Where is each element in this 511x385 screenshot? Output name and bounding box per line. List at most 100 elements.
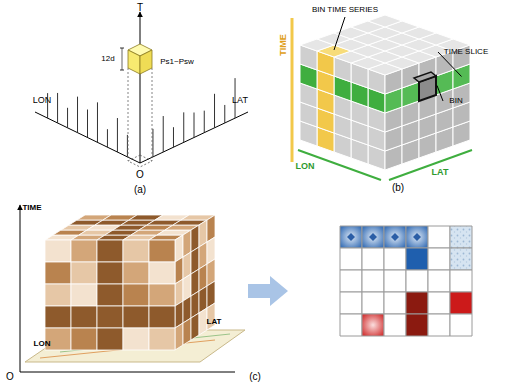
panel-b <box>292 15 472 180</box>
hotspot-cell <box>384 292 406 314</box>
panel-a <box>35 12 248 167</box>
panel-label: (a) <box>134 185 146 195</box>
hotspot-cell <box>340 292 362 314</box>
axis-label: T <box>137 3 143 13</box>
data-cube-cell <box>97 284 123 306</box>
hotspot-cell <box>362 314 384 336</box>
lat-axis <box>389 150 472 180</box>
sample-stick <box>57 93 58 123</box>
cell-mark <box>347 233 355 241</box>
hotspot-cell <box>406 314 428 336</box>
data-cube-cell <box>71 262 97 284</box>
sample-stick <box>194 113 195 138</box>
sample-stick <box>107 129 108 147</box>
ground-cell <box>128 155 152 167</box>
sample-stick <box>214 94 215 128</box>
data-cube-cell <box>45 262 71 284</box>
hotspot-cell <box>406 248 428 270</box>
hotspot-cell <box>406 292 428 314</box>
hotspot-cell <box>406 226 428 248</box>
data-cube-cell <box>175 323 183 350</box>
base-axis <box>20 372 235 373</box>
hotspot-cell <box>428 292 450 314</box>
data-cube-cell <box>45 284 71 306</box>
transform-arrow <box>248 276 288 306</box>
leader-line <box>437 86 443 102</box>
cell-mark <box>413 233 421 241</box>
hotspot-cell <box>362 292 384 314</box>
origin-label: O <box>136 170 144 180</box>
cell-mark <box>369 233 377 241</box>
data-cube-cell <box>123 240 149 262</box>
sample-stick <box>183 112 184 142</box>
axis-label: LON <box>34 340 51 348</box>
hotspot-cell <box>362 248 384 270</box>
hotspot-cell <box>362 226 384 248</box>
hotspot-cell <box>340 314 362 336</box>
space-time-cube <box>140 50 152 74</box>
bin-cell <box>368 15 402 27</box>
data-cube-cell <box>71 306 97 328</box>
hotspot-cell <box>340 270 362 292</box>
origin-label: O <box>6 372 14 382</box>
data-cube-cell <box>191 313 199 340</box>
time-axis <box>140 12 141 163</box>
axis-label: LAT <box>207 318 222 326</box>
data-cube-cell <box>123 284 149 306</box>
axis-label: LAT <box>232 96 248 105</box>
space-time-cube <box>128 50 140 74</box>
panel-label: (b) <box>392 183 404 193</box>
axis-label: TIME <box>279 34 288 56</box>
cell-mark <box>391 233 399 241</box>
lat-axis <box>140 112 248 163</box>
point-range-label: Ps1~Psw <box>160 58 194 66</box>
hotspot-cell <box>450 314 472 336</box>
leader-line <box>334 17 345 50</box>
axis-label: LON <box>33 96 52 105</box>
bin-highlight <box>414 72 436 82</box>
axis-label: LAT <box>432 168 449 177</box>
data-cube-cell <box>45 240 71 262</box>
sample-stick <box>67 108 68 128</box>
hotspot-cell <box>340 248 362 270</box>
data-cube-cell <box>97 240 123 262</box>
hotspot-cell <box>406 270 428 292</box>
callout-label: BIN <box>449 97 462 105</box>
hotspot-cell <box>428 248 450 270</box>
drop-line <box>128 68 129 161</box>
hotspot-cell <box>428 226 450 248</box>
sample-stick <box>77 97 78 133</box>
sample-stick <box>204 111 205 133</box>
data-cube-cell <box>149 240 175 262</box>
panel-label: (c) <box>249 372 261 382</box>
sample-stick <box>117 118 118 152</box>
data-cube-cell <box>199 308 207 335</box>
data-cube-cell <box>149 328 175 350</box>
data-cube-cell <box>183 318 191 345</box>
sample-stick <box>173 127 174 147</box>
sample-stick <box>163 116 164 152</box>
sample-stick <box>87 110 88 138</box>
hotspot-cell <box>450 226 472 248</box>
axis-label: LON <box>296 162 315 171</box>
hotspot-cell <box>450 248 472 270</box>
drop-line <box>152 68 153 161</box>
hotspot-cell <box>362 270 384 292</box>
data-cube-cell <box>149 284 175 306</box>
time-axis <box>20 205 21 372</box>
hotspot-cell <box>428 270 450 292</box>
data-cube-cell <box>97 306 123 328</box>
data-cube-cell <box>97 328 123 350</box>
hotspot-cell <box>428 314 450 336</box>
data-cube-cell <box>123 328 149 350</box>
data-cube-cell <box>123 262 149 284</box>
panel-c <box>20 205 472 372</box>
data-cube-cell <box>71 284 97 306</box>
hotspot-cell <box>340 226 362 248</box>
dimension-line <box>122 48 123 70</box>
callout-label: BIN TIME SERIES <box>312 6 378 14</box>
sample-stick <box>224 105 225 123</box>
hotspot-cell <box>384 248 406 270</box>
hotspot-cell <box>450 292 472 314</box>
